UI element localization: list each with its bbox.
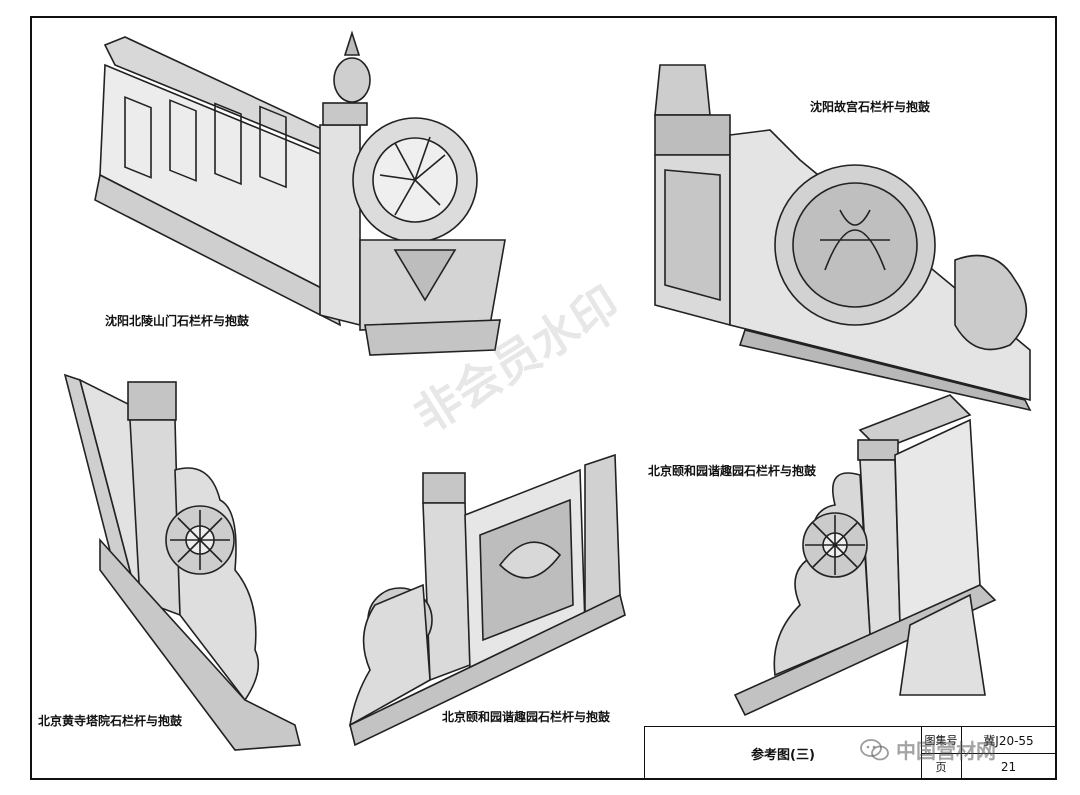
- caption-yihe-right: 北京颐和园谐趣园石栏杆与抱鼓: [648, 464, 817, 478]
- atlas-number-label: 图集号: [921, 727, 962, 753]
- brand-name: 中国营材网: [896, 739, 996, 763]
- drawing-frame: [30, 16, 1057, 780]
- title-block: 参考图(三) 图集号 冀J20-55 页 21: [644, 726, 1056, 780]
- illustration-huangsi: [63, 373, 302, 751]
- illustration-beiling: [94, 30, 506, 356]
- wechat-icon: [860, 738, 889, 760]
- page-number-value: 21: [1000, 760, 1017, 774]
- illustration-gugong: [654, 64, 1032, 412]
- atlas-number-row: 图集号 冀J20-55: [921, 727, 1056, 753]
- page-number-label: 页: [921, 754, 962, 780]
- title-block-grid: 图集号 冀J20-55 页 21: [921, 727, 1056, 780]
- caption-huangsi: 北京黄寺塔院石栏杆与抱鼓: [38, 714, 183, 728]
- caption-beiling: 沈阳北陵山门石栏杆与抱鼓: [105, 314, 250, 328]
- atlas-number-value: 冀J20-55: [983, 733, 1034, 748]
- caption-gugong: 沈阳故宫石栏杆与抱鼓: [810, 100, 931, 114]
- illustration-yihe-right: [733, 394, 997, 717]
- page-number-row: 页 21: [921, 753, 1056, 780]
- brand-watermark: 中国营材网: [860, 735, 996, 764]
- caption-yihe-left: 北京颐和园谐趣园石栏杆与抱鼓: [442, 710, 611, 724]
- illustration-yihe-left: [348, 453, 626, 747]
